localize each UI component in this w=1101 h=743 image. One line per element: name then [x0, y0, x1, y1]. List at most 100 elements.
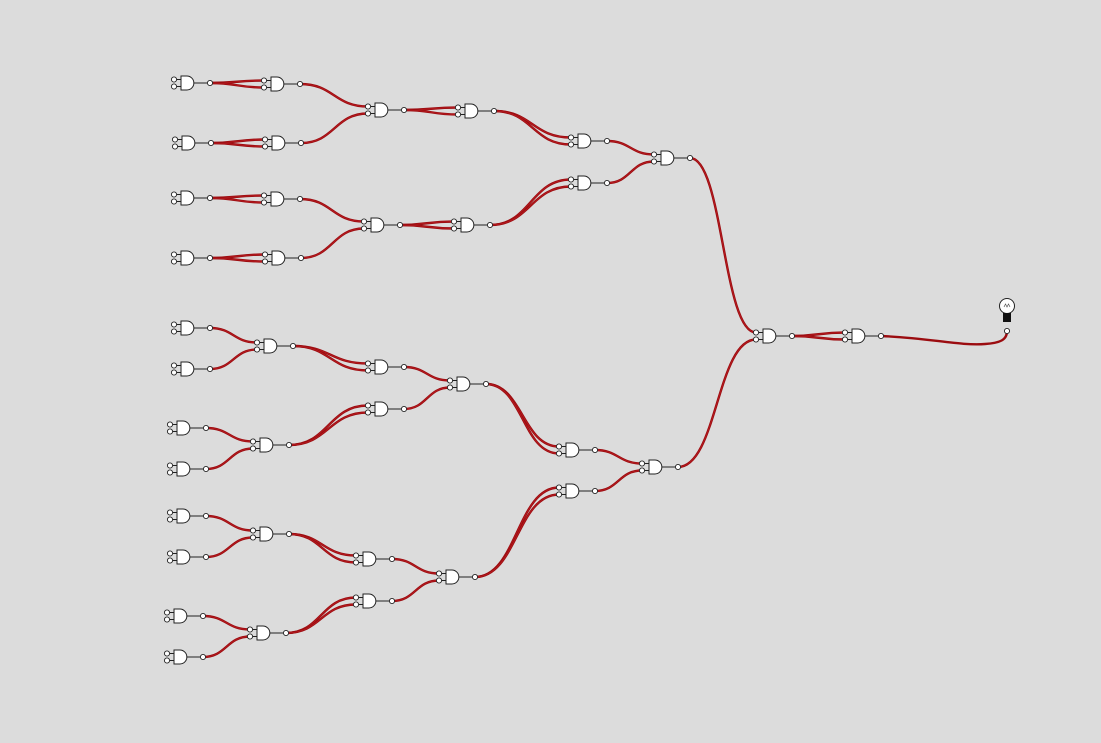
input-pin[interactable]	[249, 445, 257, 452]
and-gate-h1[interactable]	[253, 338, 297, 354]
output-pin[interactable]	[207, 139, 215, 147]
input-pin[interactable]	[555, 443, 563, 450]
output-pin[interactable]	[400, 405, 408, 413]
input-pin[interactable]	[352, 559, 360, 566]
input-pin[interactable]	[638, 467, 646, 474]
input-pin[interactable]	[163, 609, 171, 616]
output-pin[interactable]	[282, 629, 290, 637]
and-gate-d1[interactable]	[454, 103, 498, 119]
input-pin[interactable]	[249, 438, 257, 445]
input-pin[interactable]	[163, 616, 171, 623]
input-pin[interactable]	[170, 321, 178, 328]
and-gate-j1[interactable]	[446, 376, 490, 392]
input-pin[interactable]	[638, 460, 646, 467]
output-pin[interactable]	[296, 195, 304, 203]
input-pin[interactable]	[253, 346, 261, 353]
and-gate-a3[interactable]	[170, 190, 214, 206]
input-pin[interactable]	[261, 143, 269, 150]
input-pin[interactable]	[163, 650, 171, 657]
input-pin[interactable]	[567, 134, 575, 141]
output-pin[interactable]	[400, 363, 408, 371]
wire[interactable]	[879, 329, 1009, 346]
output-pin[interactable]	[202, 553, 210, 561]
input-pin[interactable]	[555, 491, 563, 498]
and-gate-k2[interactable]	[555, 483, 599, 499]
and-gate-h4[interactable]	[246, 625, 290, 641]
input-pin[interactable]	[450, 225, 458, 232]
input-pin[interactable]	[650, 158, 658, 165]
and-gate-g7[interactable]	[163, 608, 207, 624]
input-pin[interactable]	[260, 199, 268, 206]
input-pin[interactable]	[166, 557, 174, 564]
output-pin[interactable]	[486, 221, 494, 229]
output-pin[interactable]	[591, 446, 599, 454]
input-pin[interactable]	[650, 151, 658, 158]
input-pin[interactable]	[260, 77, 268, 84]
input-pin[interactable]	[170, 198, 178, 205]
output-pin[interactable]	[199, 612, 207, 620]
and-gate-d2[interactable]	[450, 217, 494, 233]
output-pin[interactable]	[297, 139, 305, 147]
output-pin[interactable]	[285, 530, 293, 538]
input-pin[interactable]	[166, 516, 174, 523]
input-pin[interactable]	[170, 258, 178, 265]
input-pin[interactable]	[446, 377, 454, 384]
input-pin[interactable]	[170, 328, 178, 335]
output-pin[interactable]	[202, 465, 210, 473]
input-pin[interactable]	[567, 183, 575, 190]
and-gate-h2[interactable]	[249, 437, 293, 453]
and-gate-a4[interactable]	[170, 250, 214, 266]
input-pin[interactable]	[166, 462, 174, 469]
input-pin[interactable]	[435, 577, 443, 584]
and-gate-g5[interactable]	[166, 508, 210, 524]
input-pin[interactable]	[166, 428, 174, 435]
input-pin[interactable]	[166, 550, 174, 557]
output-pin[interactable]	[482, 380, 490, 388]
input-pin[interactable]	[446, 384, 454, 391]
input-pin[interactable]	[170, 83, 178, 90]
input-pin[interactable]	[170, 251, 178, 258]
and-gate-h3[interactable]	[249, 526, 293, 542]
output-pin[interactable]	[603, 137, 611, 145]
and-gate-e2[interactable]	[567, 175, 611, 191]
and-gate-j2[interactable]	[435, 569, 479, 585]
input-pin[interactable]	[352, 552, 360, 559]
input-pin[interactable]	[454, 104, 462, 111]
input-pin[interactable]	[450, 218, 458, 225]
output-pin[interactable]	[471, 573, 479, 581]
and-gate-b3[interactable]	[260, 191, 304, 207]
input-pin[interactable]	[841, 336, 849, 343]
output-pin[interactable]	[591, 487, 599, 495]
input-pin[interactable]	[166, 509, 174, 516]
input-pin[interactable]	[364, 110, 372, 117]
output-pin[interactable]	[788, 332, 796, 340]
input-pin[interactable]	[364, 360, 372, 367]
input-pin[interactable]	[360, 218, 368, 225]
input-pin[interactable]	[752, 336, 760, 343]
and-gate-b4[interactable]	[261, 250, 305, 266]
and-gate-g4[interactable]	[166, 461, 210, 477]
and-gate-i1[interactable]	[364, 359, 408, 375]
and-gate-g6[interactable]	[166, 549, 210, 565]
output-bulb-icon[interactable]	[999, 298, 1015, 335]
input-pin[interactable]	[841, 329, 849, 336]
output-pin[interactable]	[206, 254, 214, 262]
input-pin[interactable]	[364, 103, 372, 110]
input-pin[interactable]	[260, 84, 268, 91]
input-pin[interactable]	[170, 76, 178, 83]
input-pin[interactable]	[352, 601, 360, 608]
input-pin[interactable]	[249, 534, 257, 541]
output-pin[interactable]	[199, 653, 207, 661]
output-pin[interactable]	[388, 597, 396, 605]
input-pin[interactable]	[166, 469, 174, 476]
output-pin[interactable]	[603, 179, 611, 187]
input-pin[interactable]	[364, 367, 372, 374]
output-pin[interactable]	[206, 324, 214, 332]
and-gate-i4[interactable]	[352, 593, 396, 609]
input-pin[interactable]	[249, 527, 257, 534]
input-pin[interactable]	[555, 484, 563, 491]
and-gate-i3[interactable]	[352, 551, 396, 567]
input-pin[interactable]	[261, 251, 269, 258]
input-pin[interactable]	[364, 402, 372, 409]
